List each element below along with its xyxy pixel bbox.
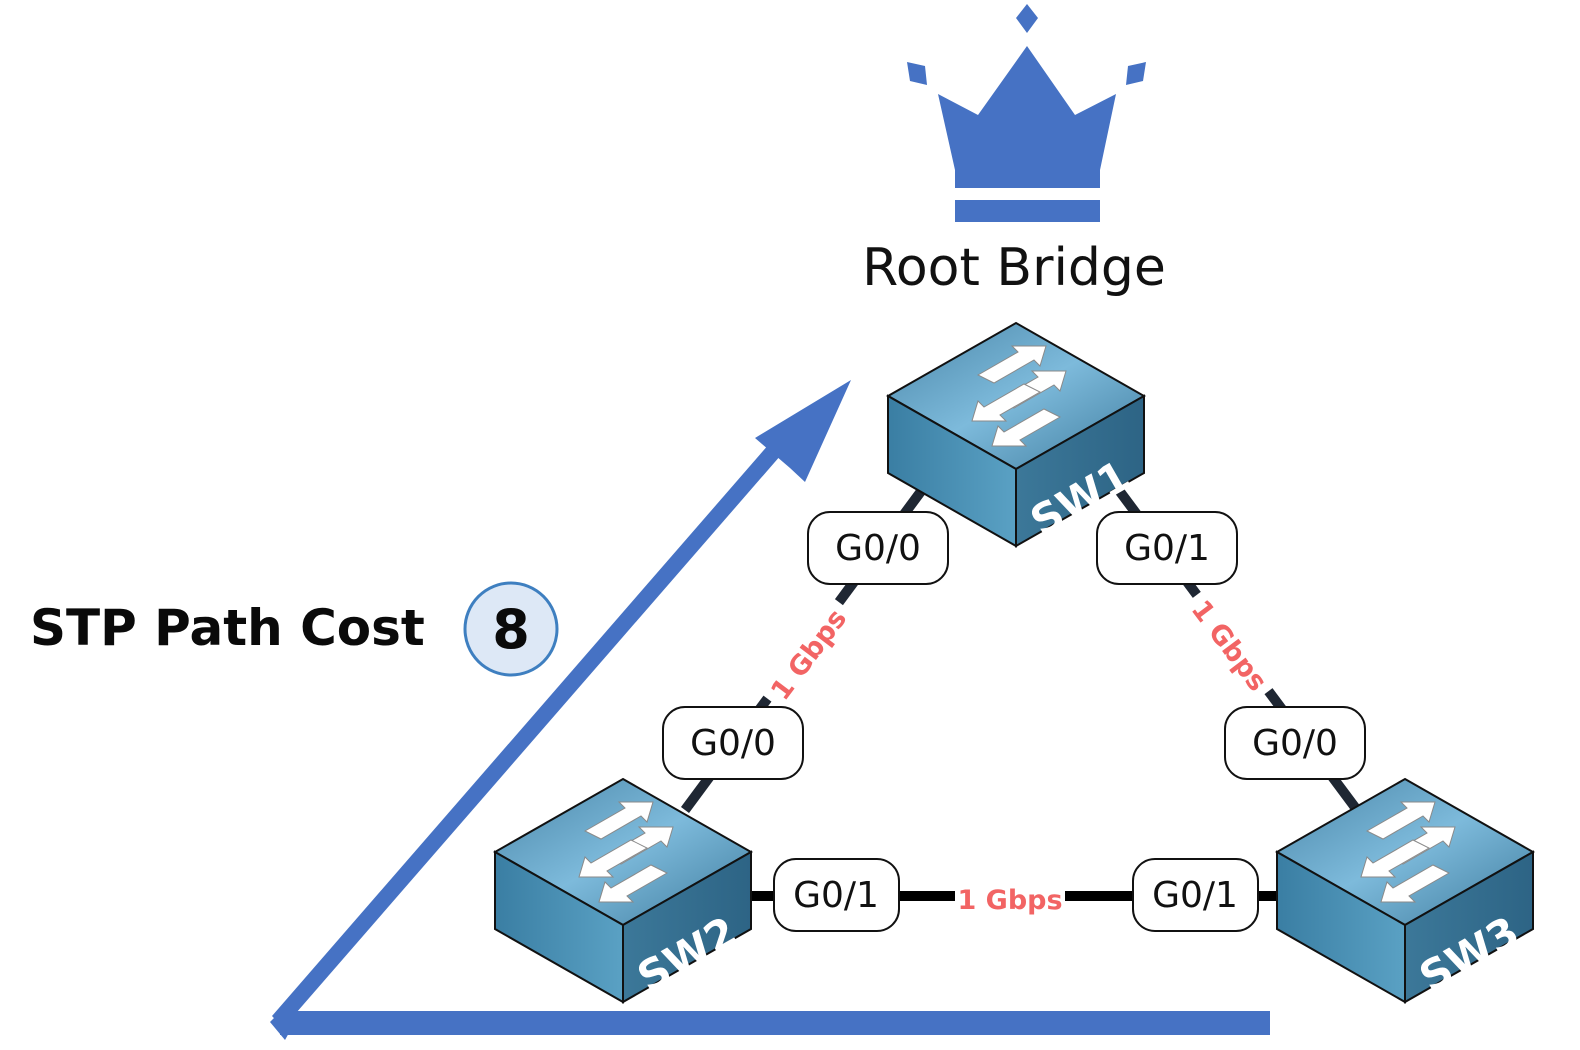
arrow-corner xyxy=(270,1007,295,1040)
svg-text:G0/1: G0/1 xyxy=(1152,875,1238,916)
arrow-shaft-horizontal xyxy=(280,1011,1270,1035)
svg-text:G0/0: G0/0 xyxy=(690,723,776,764)
switch-sw3[interactable]: SW3 xyxy=(1276,778,1534,1003)
svg-text:G0/0: G0/0 xyxy=(835,528,921,569)
svg-text:1 Gbps: 1 Gbps xyxy=(957,885,1062,916)
speed-label-sw1-sw3: 1 Gbps xyxy=(1182,588,1278,702)
port-label-sw1-g0-1: G0/1 xyxy=(1096,511,1238,585)
port-label-sw3-g0-0: G0/0 xyxy=(1224,706,1366,780)
switch-sw2[interactable]: SW2 xyxy=(494,778,752,1003)
svg-text:G0/1: G0/1 xyxy=(793,875,879,916)
speed-label-sw1-sw2: 1 Gbps xyxy=(760,597,856,711)
root-bridge-label: Root Bridge xyxy=(862,238,1166,298)
path-cost-value: 8 xyxy=(492,598,530,661)
svg-text:1 Gbps: 1 Gbps xyxy=(765,604,853,707)
crown-icon xyxy=(907,4,1146,222)
arrow-shaft-diagonal xyxy=(272,428,794,1028)
svg-text:1 Gbps: 1 Gbps xyxy=(1185,595,1273,698)
port-label-sw2-g0-1: G0/1 xyxy=(773,858,900,932)
port-label-sw3-g0-1: G0/1 xyxy=(1132,858,1259,932)
svg-text:G0/1: G0/1 xyxy=(1124,528,1210,569)
path-cost-title: STP Path Cost xyxy=(30,599,425,657)
path-cost-badge: 8 xyxy=(463,581,559,677)
arrow-head-icon xyxy=(755,380,851,482)
path-cost-arrow xyxy=(270,380,1270,1040)
svg-text:G0/0: G0/0 xyxy=(1252,723,1338,764)
speed-label-sw2-sw3: 1 Gbps xyxy=(955,883,1065,916)
port-label-sw2-g0-0: G0/0 xyxy=(662,706,804,780)
port-label-sw1-g0-0: G0/0 xyxy=(807,511,949,585)
